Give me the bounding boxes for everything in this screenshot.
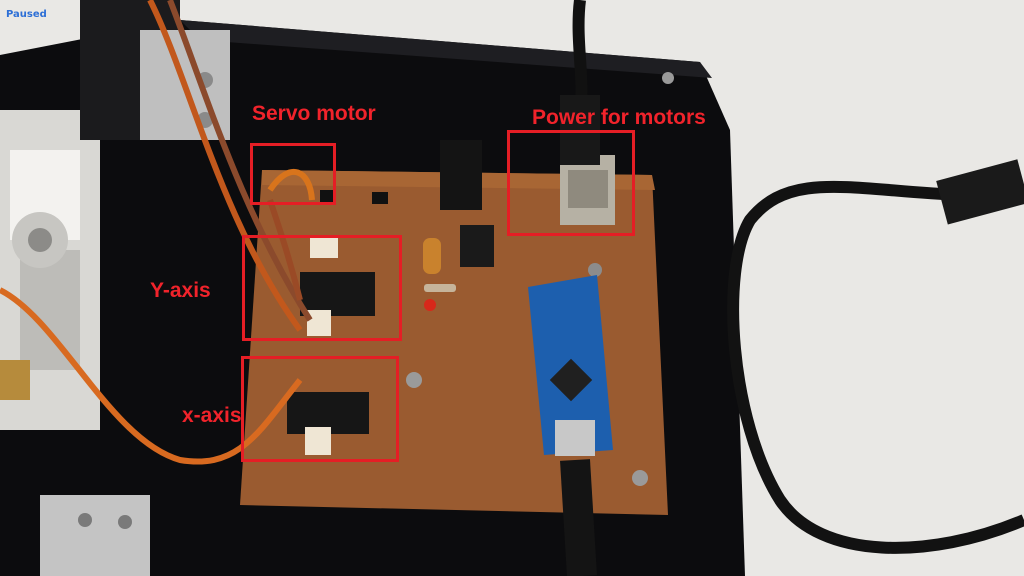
servo-wires bbox=[0, 0, 315, 465]
dvd-mechanism-left bbox=[0, 110, 100, 430]
x-axis-label: x-axis bbox=[182, 404, 242, 427]
usb-cable-nano bbox=[560, 459, 597, 576]
resistor bbox=[424, 284, 456, 292]
capacitor bbox=[423, 238, 441, 274]
servo-motor-label: Servo motor bbox=[252, 102, 376, 125]
paused-status: Paused bbox=[6, 9, 47, 20]
voltage-regulator bbox=[460, 225, 494, 267]
x-axis-highlight-box bbox=[241, 356, 399, 462]
arduino-nano-board bbox=[528, 275, 613, 456]
power-highlight-box bbox=[507, 130, 635, 236]
power-for-motors-label: Power for motors bbox=[532, 106, 706, 129]
servo-motor-highlight-box bbox=[250, 143, 336, 205]
metal-bracket-bottom bbox=[40, 495, 150, 576]
dc-jack bbox=[440, 140, 482, 210]
usb-cable-right bbox=[727, 180, 1024, 554]
driver-ic-y bbox=[300, 272, 375, 316]
led bbox=[424, 299, 436, 311]
usb-port bbox=[560, 155, 615, 225]
y-axis-highlight-box bbox=[242, 235, 402, 341]
y-axis-label: Y-axis bbox=[150, 279, 211, 302]
